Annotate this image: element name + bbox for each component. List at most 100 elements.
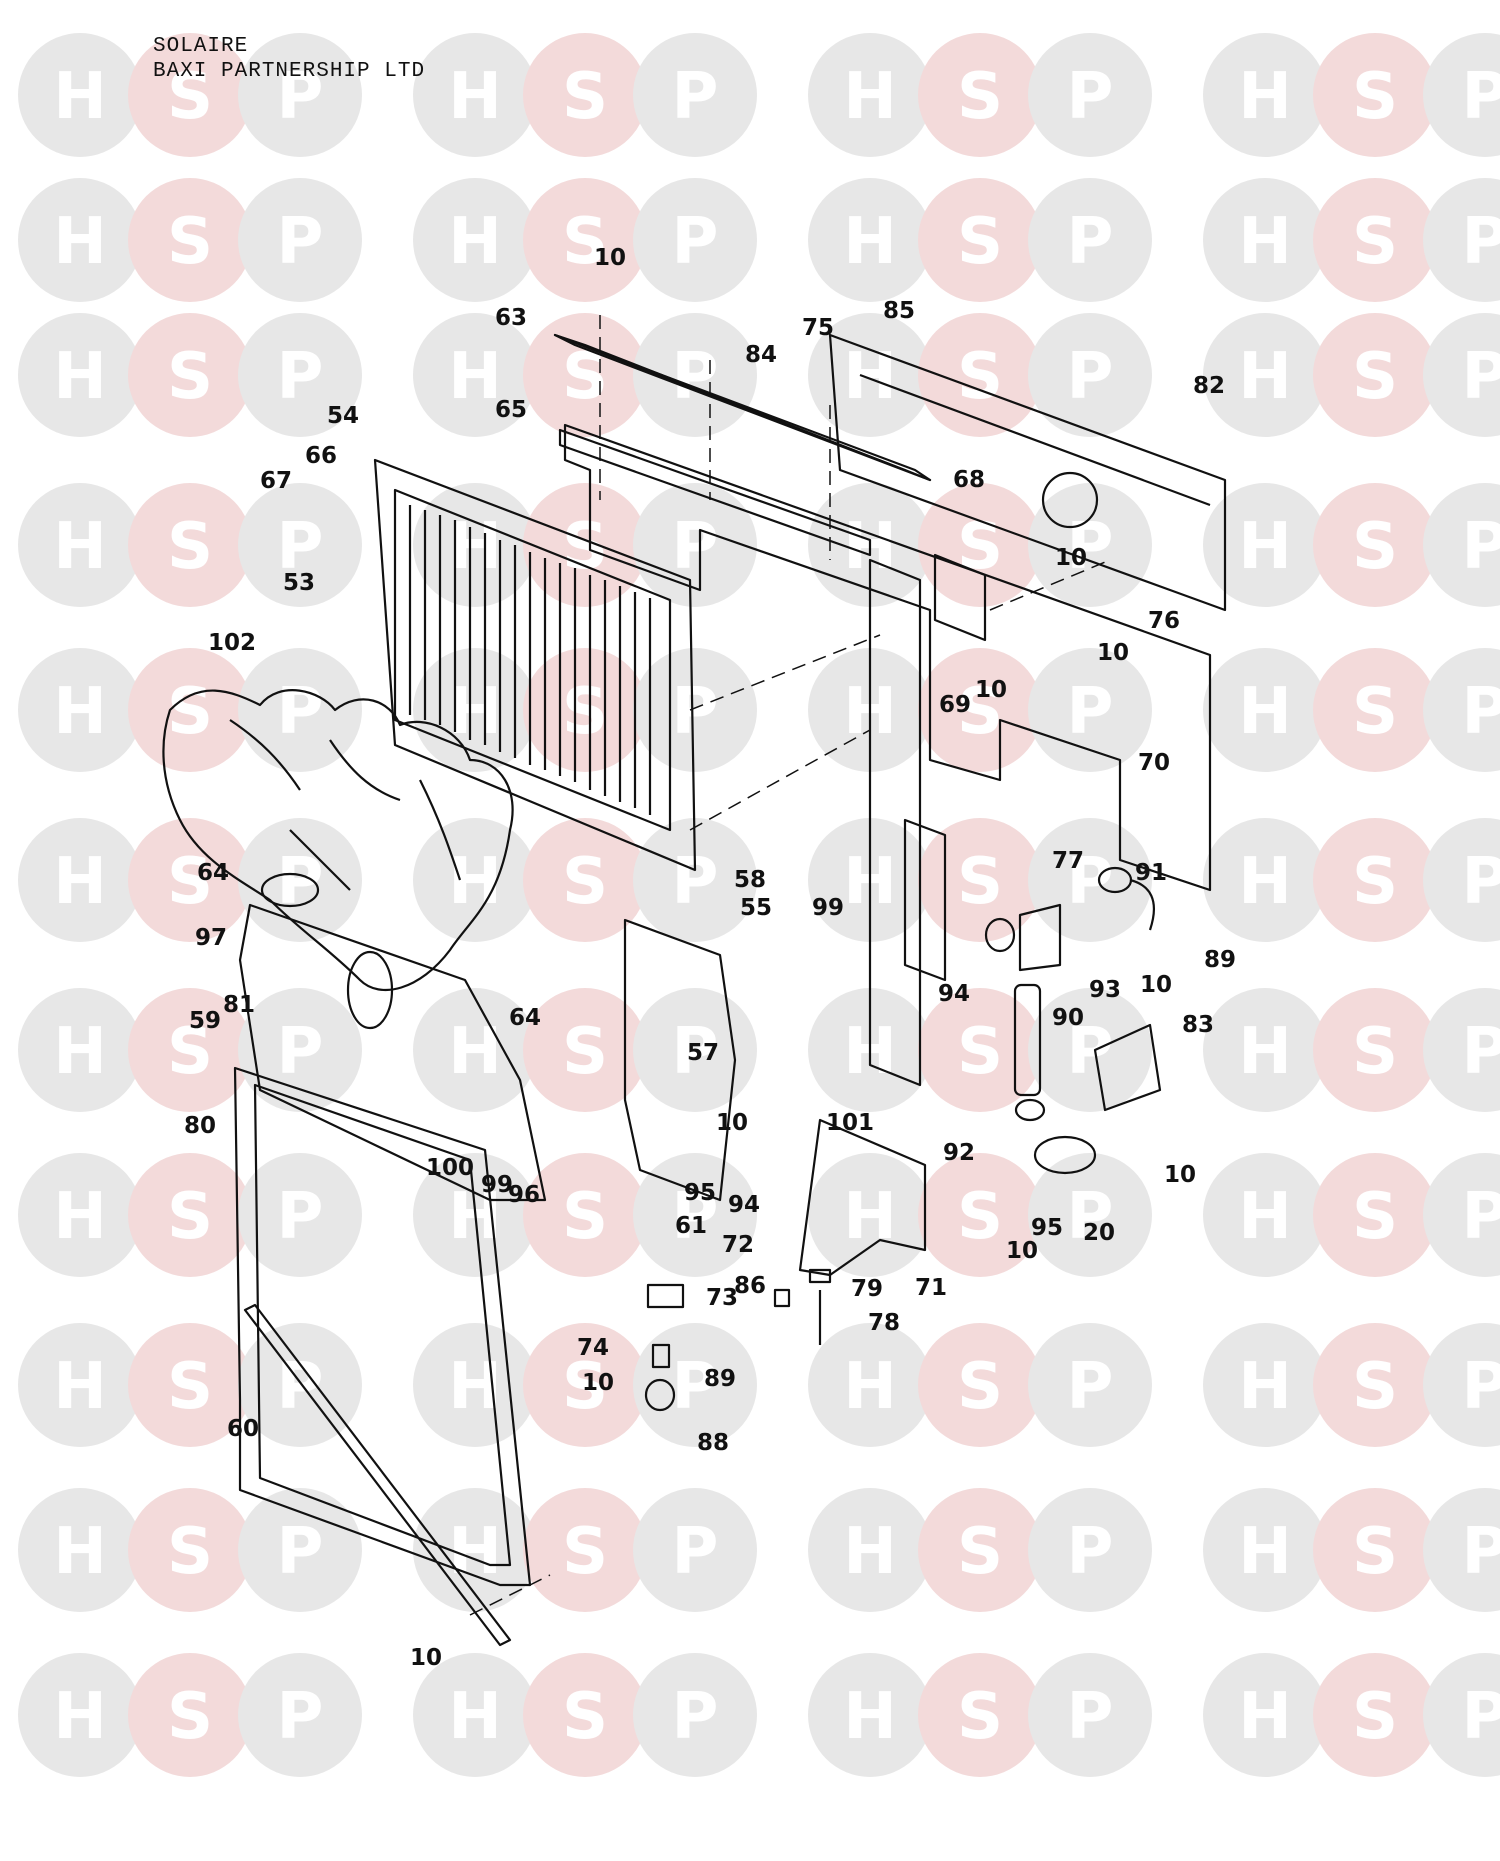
watermark-circle: [918, 483, 1042, 607]
part-number-label: 72: [722, 1232, 754, 1258]
watermark-circle: [1028, 648, 1152, 772]
manufacturer-name: BAXI PARTNERSHIP LTD: [153, 60, 426, 83]
watermark-circle: [1423, 1653, 1500, 1777]
part-number-label: 54: [327, 403, 359, 429]
watermark-circle: [523, 988, 647, 1112]
watermark-circle: [523, 313, 647, 437]
watermark-letter: P: [672, 1515, 719, 1589]
watermark-letter: H: [53, 845, 107, 919]
watermark-circle: [633, 1653, 757, 1777]
watermark-letter: H: [53, 1515, 107, 1589]
watermark-letter: S: [1352, 1350, 1398, 1424]
watermark-circle: [238, 178, 362, 302]
watermark-circle: [128, 313, 252, 437]
watermark-letter: P: [1462, 60, 1500, 134]
watermark-letter: S: [1352, 510, 1398, 584]
watermark-circle: [413, 313, 537, 437]
watermark-letter: H: [843, 340, 897, 414]
watermark-circle: [1313, 33, 1437, 157]
watermark-letter: S: [562, 845, 608, 919]
watermark-letter: H: [843, 60, 897, 134]
watermark-letter: P: [277, 60, 324, 134]
part-number-label: 78: [868, 1310, 900, 1336]
watermark-letter: P: [672, 510, 719, 584]
part-number-label: 101: [826, 1110, 874, 1136]
watermark-letter: S: [957, 1180, 1003, 1254]
trim-strip-60: [243, 1303, 512, 1647]
part-number-label: 92: [943, 1140, 975, 1166]
watermark-letter: S: [167, 60, 213, 134]
watermark-circle: [238, 33, 362, 157]
watermark-circle: [1313, 1153, 1437, 1277]
watermark-circle: [1028, 33, 1152, 157]
watermark-circle: [808, 1653, 932, 1777]
watermark-letter: H: [448, 845, 502, 919]
watermark-letter: S: [1352, 1180, 1398, 1254]
watermark-letter: P: [672, 340, 719, 414]
watermark-circle: [128, 648, 252, 772]
watermark-letter: S: [957, 845, 1003, 919]
watermark-letter: S: [957, 1515, 1003, 1589]
watermark-letter: H: [448, 1680, 502, 1754]
watermark-letter: H: [448, 60, 502, 134]
watermark-letter: P: [1462, 1180, 1500, 1254]
part-number-label: 10: [594, 245, 626, 271]
part-number-label: 67: [260, 468, 292, 494]
watermark-letter: H: [53, 60, 107, 134]
watermark-circle: [808, 1153, 932, 1277]
watermark-letter: H: [1238, 60, 1292, 134]
watermark-circle: [1203, 648, 1327, 772]
watermark-circle: [1203, 178, 1327, 302]
watermark-letter: S: [1352, 1015, 1398, 1089]
part-number-label: 99: [812, 895, 844, 921]
watermark-circle: [238, 313, 362, 437]
part-number-label: 73: [706, 1285, 738, 1311]
watermark-circle: [1313, 1653, 1437, 1777]
watermark-letter: S: [167, 845, 213, 919]
bracket-83: [1093, 1023, 1162, 1112]
watermark-circle: [18, 818, 142, 942]
top-plate-outline: [553, 333, 932, 482]
watermark-circle: [128, 1323, 252, 1447]
watermark-letter: H: [1238, 340, 1292, 414]
watermark-circle: [1423, 313, 1500, 437]
heat-exchanger-fins: [408, 505, 652, 815]
watermark-letter: H: [53, 205, 107, 279]
watermark-letter: P: [1462, 675, 1500, 749]
part-number-label: 69: [939, 692, 971, 718]
watermark-letter: H: [53, 1180, 107, 1254]
watermark-letter: H: [843, 205, 897, 279]
watermark-circle: [18, 988, 142, 1112]
bracket-65: [558, 428, 872, 557]
heat-exchanger-frame: [373, 458, 697, 872]
watermark-circle: [633, 818, 757, 942]
watermark-circle: [918, 33, 1042, 157]
watermark-circle: [1423, 33, 1500, 157]
watermark-circle: [1203, 313, 1327, 437]
watermark-letter: S: [167, 1015, 213, 1089]
watermark-circle: [128, 1488, 252, 1612]
watermark-circle: [1313, 483, 1437, 607]
watermark-circle: [18, 33, 142, 157]
flue-opening: [1041, 471, 1099, 529]
watermark-letter: P: [672, 675, 719, 749]
part-number-label: 65: [495, 397, 527, 423]
watermark-circle: [1313, 178, 1437, 302]
watermark-circle: [1423, 818, 1500, 942]
side-post: [868, 558, 922, 1087]
elbow-88: [644, 1378, 676, 1412]
watermark-letter: P: [672, 1680, 719, 1754]
watermark-circle: [1028, 988, 1152, 1112]
watermark-circle: [918, 1323, 1042, 1447]
watermark-circle: [523, 1323, 647, 1447]
watermark-letter: P: [672, 205, 719, 279]
watermark-letter: P: [672, 1350, 719, 1424]
watermark-circle: [1028, 1153, 1152, 1277]
watermark-circle: [1423, 1153, 1500, 1277]
part-number-label: 10: [410, 1645, 442, 1671]
part-number-label: 75: [802, 315, 834, 341]
watermark-circle: [413, 988, 537, 1112]
watermark-circle: [1313, 988, 1437, 1112]
watermark-letter: S: [957, 675, 1003, 749]
